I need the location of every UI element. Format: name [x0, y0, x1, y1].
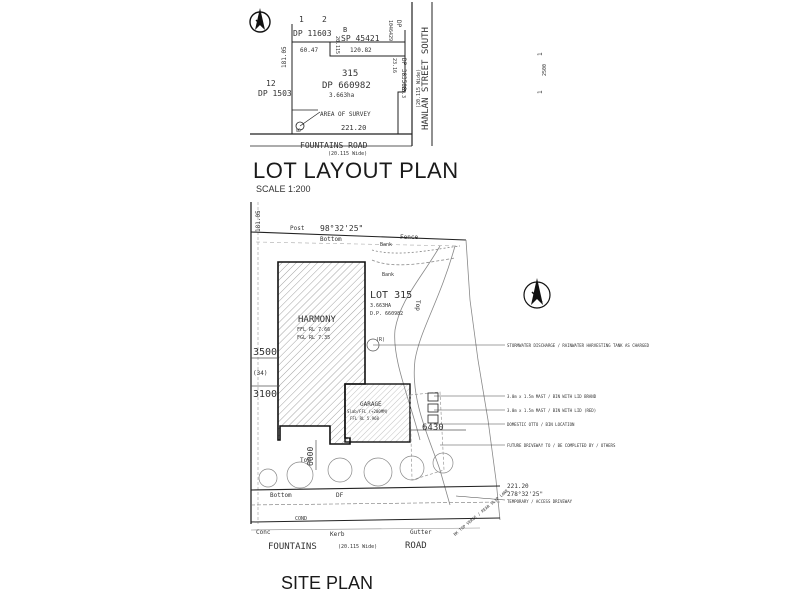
dp-left: DP 1503 — [258, 89, 292, 98]
note-bin-red: 3.0m x 1.5m MAST / BIN WITH LID (RED) — [507, 408, 596, 413]
north-arrow-icon — [249, 8, 271, 33]
dp-right-2: DP 383508 — [400, 58, 407, 91]
fountains-width: (20.115 Wide) — [328, 151, 367, 157]
site-bottom-dim: 221.20 — [507, 483, 529, 490]
label-bank-2: Bank — [382, 272, 394, 278]
dim-top-2: 120.82 — [350, 47, 372, 54]
margin-mark-3: 1 — [537, 90, 544, 94]
hanlan-street: HANLAN STREET SOUTH — [421, 27, 431, 130]
dim-3100: 3100 — [253, 389, 277, 400]
dp-right-num: 1046429 — [387, 20, 393, 41]
road-width: (20.115 Wide) — [338, 544, 377, 550]
bearing-top: 98°32'25" — [320, 224, 363, 233]
label-top-bl: Top — [300, 457, 311, 464]
fountains-road: FOUNTAINS ROAD — [300, 141, 368, 150]
road-word: ROAD — [405, 541, 427, 551]
dim-bottom: 221.20 — [341, 124, 366, 132]
road-name: FOUNTAINS — [268, 542, 317, 552]
lot-dp: D.P. 660982 — [370, 311, 403, 317]
dim-right-b: 23.16 — [391, 58, 397, 73]
site-left-dim: 181.05 — [255, 210, 262, 232]
dim-top-1: 60.47 — [300, 47, 318, 54]
garage — [344, 383, 411, 443]
garage-label: GARAGE — [360, 401, 382, 408]
label-top: Top — [414, 300, 421, 311]
dim-right-a: 20.115 — [334, 36, 340, 54]
label-gutter: Gutter — [410, 529, 432, 536]
bearing-bottom: 278°32'25" — [507, 491, 543, 498]
lot-1: 1 — [299, 15, 304, 24]
verge-note: BK TOP VERGE / REAR SLIP LANE — [452, 488, 509, 537]
garage-rl: FFL RL 5.968 — [350, 416, 379, 421]
label-bank: Bank — [380, 242, 392, 248]
note-stormwater: STORMWATER DISCHARGE / RAINWATER HARVEST… — [507, 343, 650, 348]
dp-top-suffix: B — [343, 26, 347, 34]
lot-number: LOT 315 — [370, 290, 412, 301]
note-temp-access: TEMPORARY / ACCESS DRIVEWAY — [507, 499, 573, 504]
garage-sub: Slab/FFL (+200MM) — [347, 409, 388, 414]
label-conc: Conc — [256, 529, 271, 536]
corner-mark: GD — [296, 128, 301, 133]
dp-main: DP 660982 — [322, 81, 371, 91]
dim-3500: 3500 — [253, 347, 277, 358]
label-df: DF — [336, 492, 344, 499]
dim-6000: 6000 — [306, 447, 315, 466]
label-bottom-bl: Bottom — [270, 492, 292, 499]
note-future-driveway: FUTURE DRIVEWAY TO / BE COMPLETED BY / O… — [507, 443, 616, 448]
label-fence: Fence — [400, 234, 418, 241]
lot-2: 2 — [322, 15, 327, 24]
area-of-survey: AREA OF SURVEY — [320, 111, 371, 118]
hanlan-width: (20.115 Wide) — [416, 69, 422, 108]
lot-12: 12 — [266, 79, 276, 88]
house-name: HARMONY — [298, 315, 337, 325]
ring-r: (R) — [376, 337, 385, 343]
margin-mark-2: 2500 — [542, 64, 548, 76]
label-cond: COND — [295, 516, 307, 522]
area: 3.663ha — [329, 92, 355, 99]
lot-315: 315 — [342, 69, 358, 79]
dim-34: (34) — [253, 370, 267, 377]
dp-top: DP 11603 — [293, 29, 332, 38]
house-fgl: FGL RL 7.35 — [297, 335, 330, 341]
house-ffl: FFL RL 7.66 — [297, 327, 330, 333]
dim-left: 181.05 — [281, 46, 288, 68]
dp-right: DP — [395, 20, 402, 28]
lot-layout-title: LOT LAYOUT PLAN — [253, 158, 459, 183]
note-bin-brand: 3.0m x 1.5m MAST / BIN WITH LID BRAND — [507, 394, 597, 399]
sp-label: SP 45421 — [341, 34, 380, 43]
scale-label: SCALE 1:200 — [256, 184, 311, 194]
label-bottom: Bottom — [320, 236, 342, 243]
label-kerb: Kerb — [330, 531, 345, 538]
site-plan-title: SITE PLAN — [281, 573, 374, 593]
margin-mark-1: 1 — [537, 52, 544, 56]
site-north-arrow-icon — [523, 278, 551, 309]
dim-6430: 6430 — [422, 423, 444, 433]
lot-area: 3.663HA — [370, 303, 391, 309]
label-post: Post — [290, 225, 305, 232]
note-bin-location: DOMESTIC OTTO / BIN LOCATION — [507, 422, 575, 427]
dim-right-c: 13.3 — [400, 86, 406, 98]
